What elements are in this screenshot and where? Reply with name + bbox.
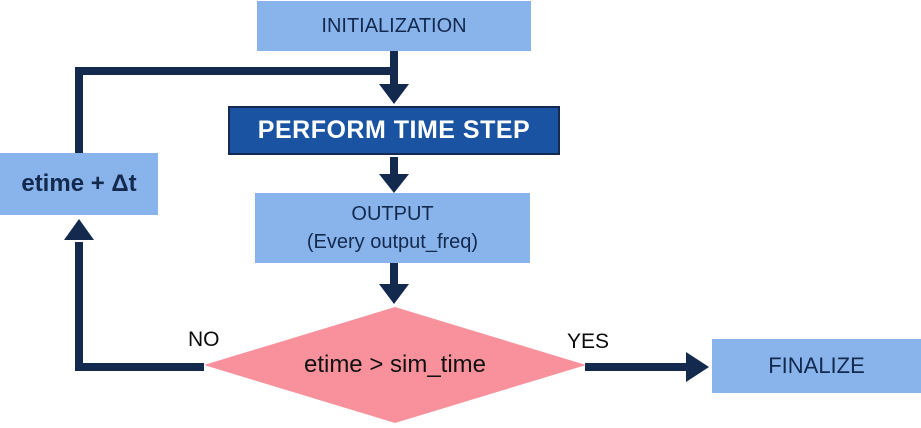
loop-return-line xyxy=(75,67,394,153)
node-finalize: FINALIZE xyxy=(712,339,921,393)
edge-label-yes: YES xyxy=(567,330,610,353)
node-output: OUTPUT (Every output_freq) xyxy=(255,193,530,263)
arrow-no-to-increment-head xyxy=(64,219,94,240)
node-finalize-label: FINALIZE xyxy=(768,353,865,378)
arrow-no-to-increment-shaft xyxy=(75,242,204,371)
node-output-label: OUTPUT xyxy=(351,203,434,225)
arrow-init-to-timestep-head xyxy=(379,84,409,104)
node-increment: etime + Δt xyxy=(0,153,158,215)
node-perform-time-step: PERFORM TIME STEP xyxy=(228,106,560,155)
node-output-sublabel: (Every output_freq) xyxy=(306,231,479,253)
arrow-timestep-to-output-head xyxy=(379,174,409,193)
edge-label-no: NO xyxy=(188,328,220,351)
arrow-output-to-decision-head xyxy=(379,284,409,304)
node-initialization: INITIALIZATION xyxy=(257,1,531,51)
node-decision-label: etime > sim_time xyxy=(303,351,487,378)
node-perform-time-step-label: PERFORM TIME STEP xyxy=(257,116,531,144)
node-initialization-label: INITIALIZATION xyxy=(321,14,467,37)
arrow-yes-to-finalize-head xyxy=(686,352,709,382)
node-increment-label: etime + Δt xyxy=(21,170,137,197)
